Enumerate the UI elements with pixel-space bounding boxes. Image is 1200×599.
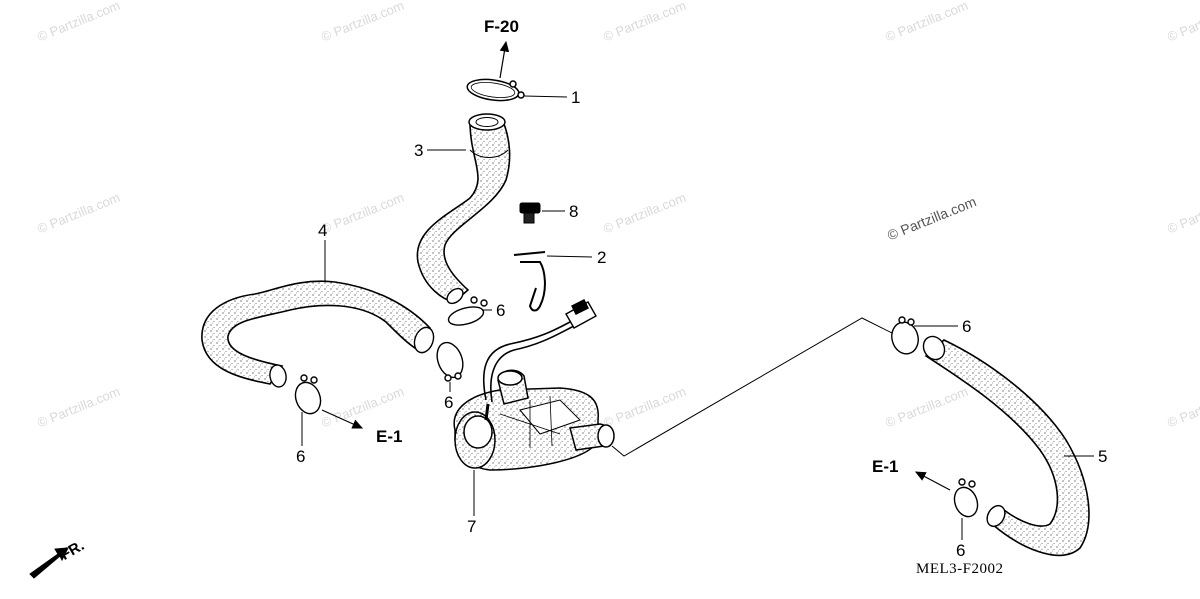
part-6-clamp-d — [891, 316, 919, 355]
part-7-valve — [453, 369, 615, 471]
front-arrow-icon — [29, 547, 69, 579]
callout-3: 3 — [414, 141, 424, 160]
reference-e1-right: E-1 — [872, 457, 899, 476]
reference-f20: F-20 — [484, 17, 519, 36]
callout-1: 1 — [571, 88, 581, 107]
diagram-code: MEL3-F2002 — [916, 561, 1004, 577]
part-2-bracket — [513, 251, 546, 312]
reference-arrow-e1-right — [914, 471, 951, 491]
callout-8: 8 — [569, 202, 579, 221]
part-5-hose-end-bottom — [986, 504, 1006, 528]
part-5-hose-end-top — [922, 335, 946, 361]
callout-2: 2 — [597, 248, 607, 267]
part-7-connector — [565, 299, 597, 329]
reference-arrow-f20 — [499, 40, 510, 79]
callout-6d: 6 — [962, 317, 972, 336]
callout-5: 5 — [1098, 447, 1108, 466]
part-7-wire — [482, 321, 571, 401]
part-4-hose-end-left — [269, 364, 287, 388]
reference-e1-left: E-1 — [376, 427, 403, 446]
reference-arrow-e1-left — [321, 409, 364, 429]
callout-7: 7 — [467, 517, 477, 536]
callout-6e: 6 — [956, 541, 966, 560]
callout-6c: 6 — [296, 447, 306, 466]
part-8-bolt — [519, 202, 541, 224]
part-3-hose-lower-end — [446, 287, 464, 305]
callout-6a: 6 — [496, 301, 506, 320]
part-6-clamp-a — [447, 296, 488, 326]
part-6-clamp-b — [436, 341, 464, 382]
callout-6b: 6 — [444, 393, 454, 412]
part-3-hose — [416, 121, 511, 303]
part-6-clamp-e — [953, 478, 979, 518]
part-6-clamp-c — [294, 374, 322, 415]
part-4-hose-end-right — [413, 326, 435, 354]
callout-4: 4 — [318, 221, 328, 240]
part-1-clamp — [466, 78, 525, 102]
leader-line-2 — [546, 255, 593, 258]
part-5-hose — [924, 339, 1090, 557]
part-4-hose — [201, 280, 431, 385]
connection-line — [611, 317, 895, 457]
leader-line-1 — [523, 95, 568, 98]
